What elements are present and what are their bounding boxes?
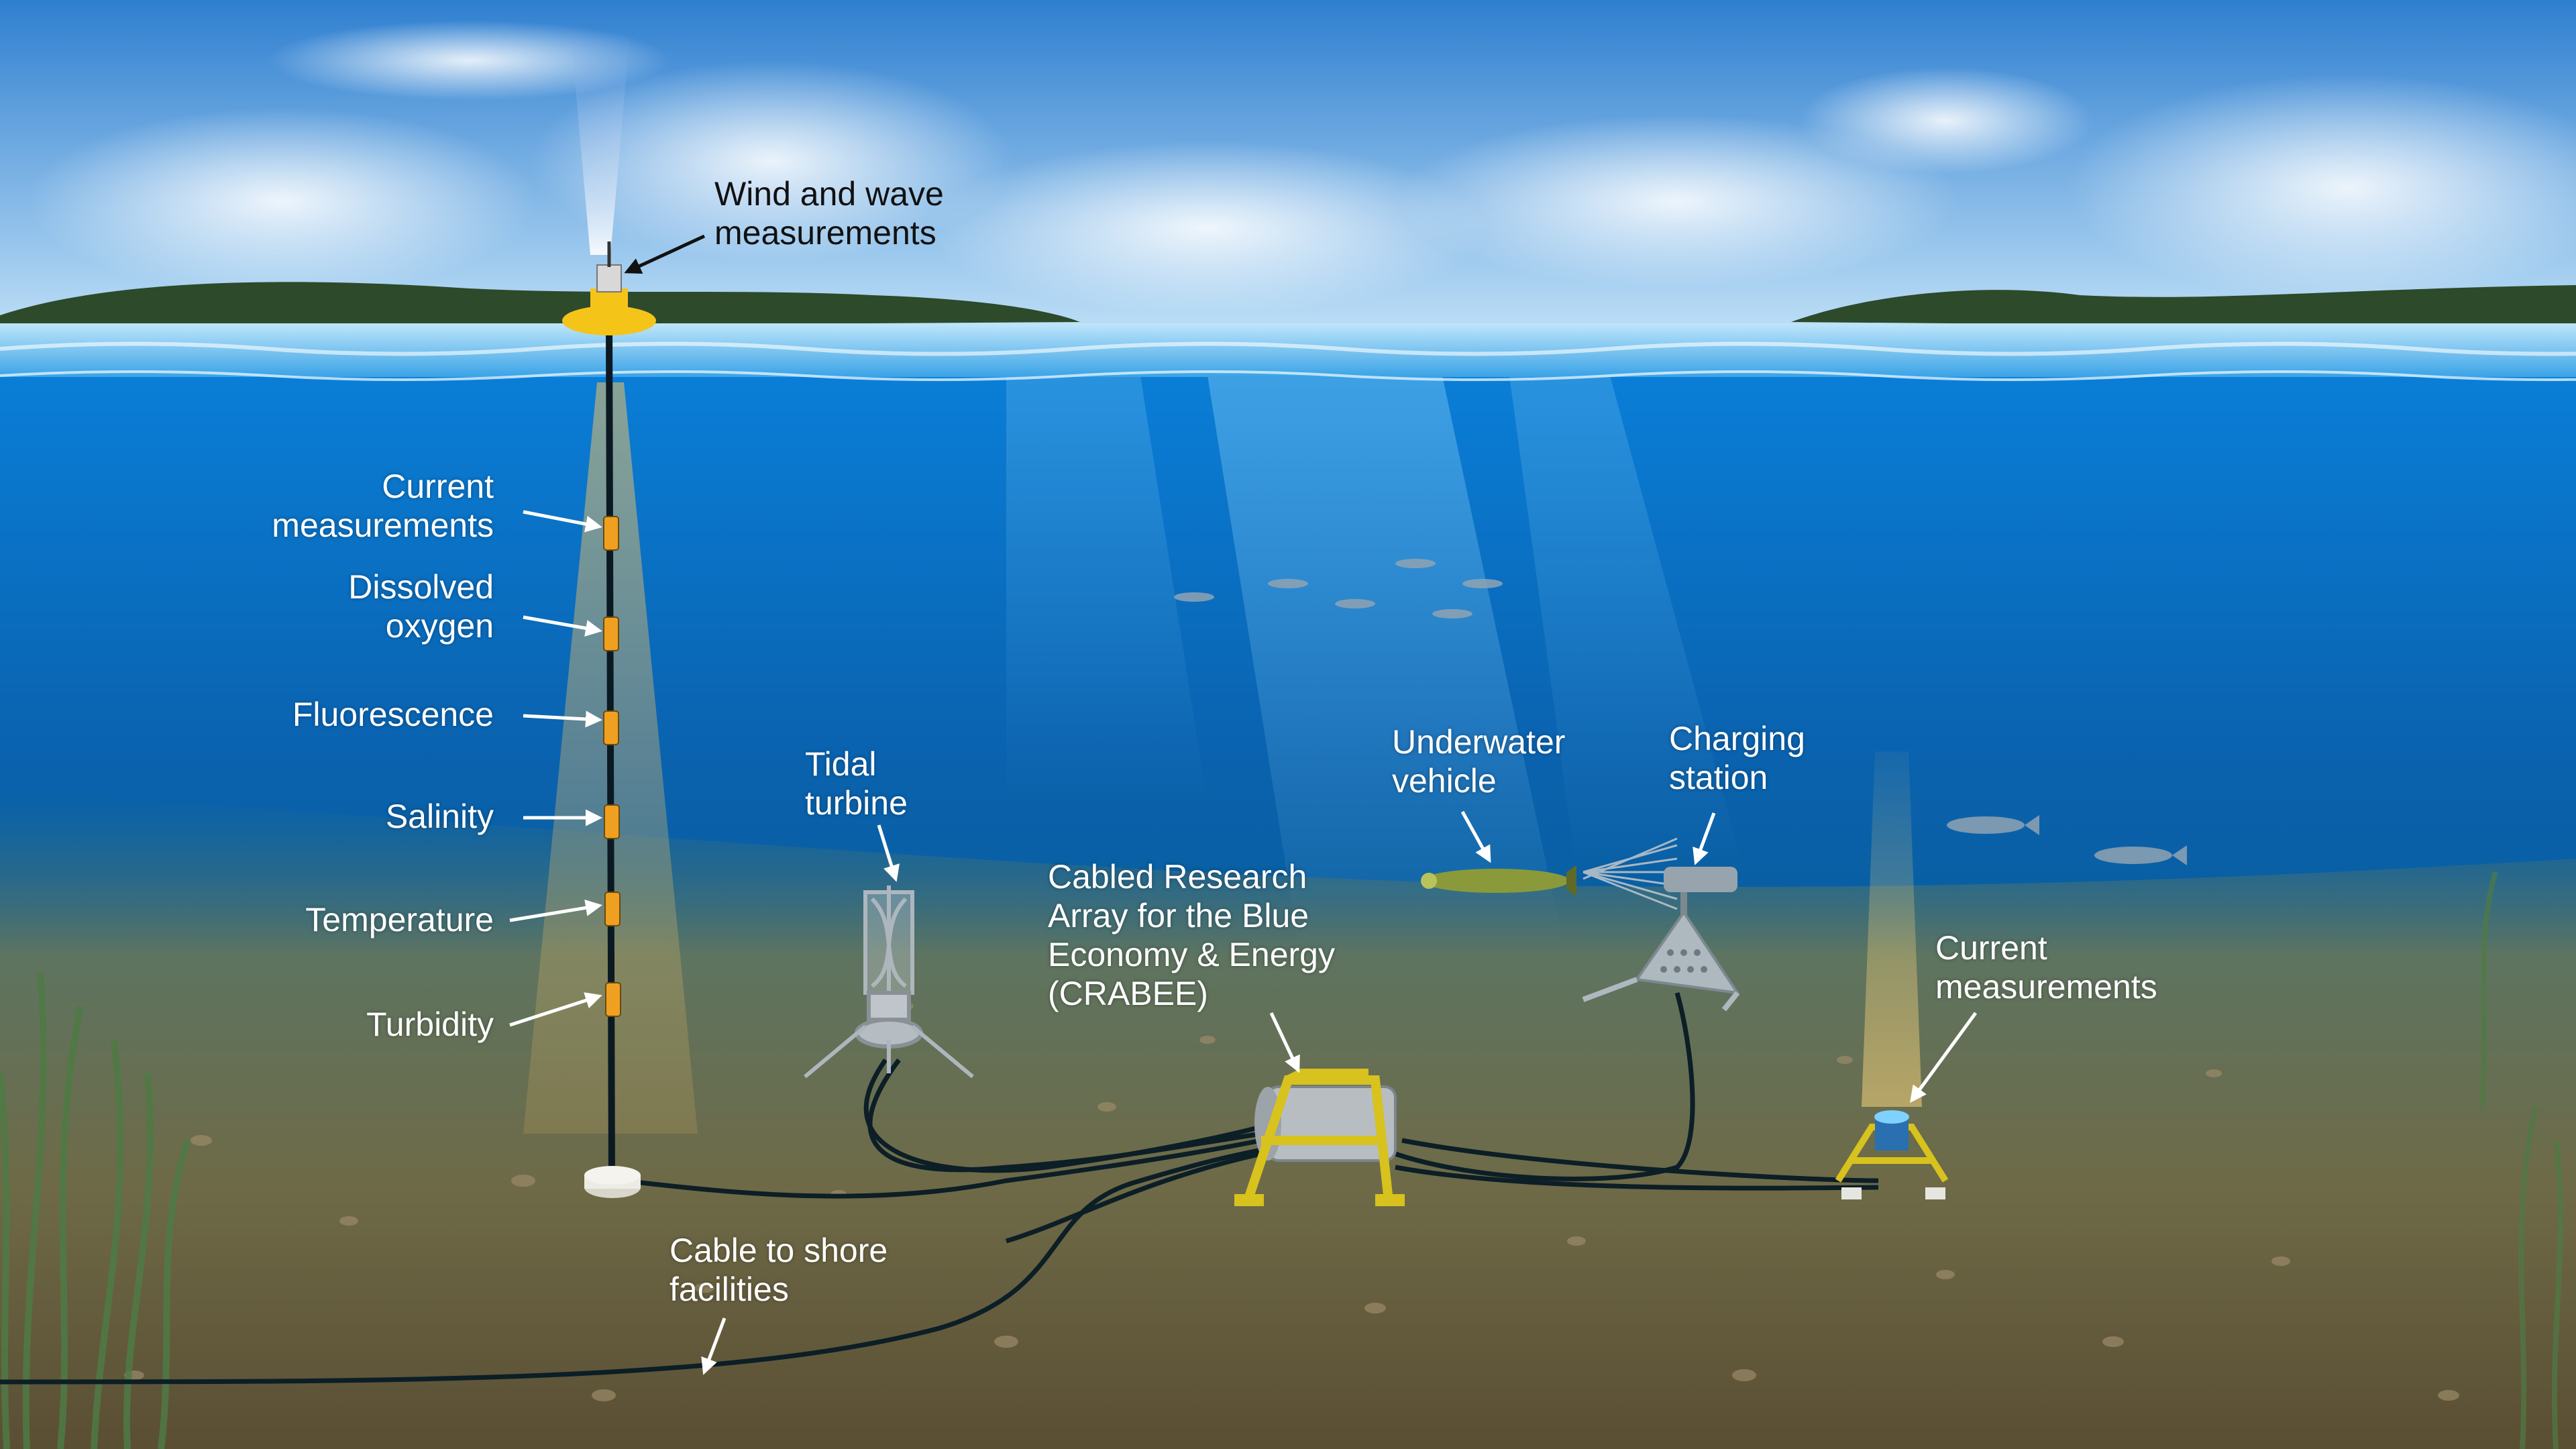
leader-charging bbox=[1693, 812, 1716, 865]
label-current-top: Current measurements bbox=[272, 468, 494, 544]
clouds bbox=[27, 20, 2576, 315]
label-turbidity: Turbidity bbox=[366, 1006, 494, 1043]
leader-lines bbox=[509, 510, 1978, 1375]
leader-turbidity bbox=[509, 992, 602, 1027]
sensor-dissolved-oxygen bbox=[603, 616, 619, 651]
leader-cable-shore bbox=[701, 1318, 727, 1375]
cable-to-shore bbox=[0, 1144, 1275, 1385]
mooring-sensors bbox=[603, 516, 621, 1017]
sensor-current bbox=[603, 516, 619, 551]
seagrass-left bbox=[0, 972, 191, 1449]
label-cable-to-shore: Cable to shore facilities bbox=[669, 1232, 888, 1308]
label-wind-wave: Wind and wave measurements bbox=[714, 175, 944, 252]
island-right bbox=[1791, 285, 2576, 329]
fish-large bbox=[2094, 847, 2172, 864]
underwater-vehicle bbox=[1421, 865, 1576, 896]
surface-buoy bbox=[562, 241, 656, 335]
sensor-salinity bbox=[604, 804, 620, 839]
leader-current-bottom bbox=[1910, 1012, 1978, 1104]
sensor-turbidity bbox=[605, 982, 621, 1017]
light-ray bbox=[1006, 376, 1208, 805]
water-surface bbox=[0, 323, 2576, 377]
leader-vehicle bbox=[1460, 810, 1491, 863]
light-ray bbox=[1509, 376, 1744, 872]
seagrass-right bbox=[2479, 871, 2564, 1449]
mooring-line bbox=[606, 321, 615, 1181]
label-crabee: Cabled Research Array for the Blue Econo… bbox=[1048, 858, 1335, 1012]
sensor-temperature bbox=[604, 892, 621, 926]
bottom-current-meter bbox=[1835, 751, 1949, 1199]
leader-dissolved-oxygen bbox=[523, 615, 602, 637]
tidal-turbine bbox=[804, 885, 974, 1079]
label-current-bottom: Current measurements bbox=[1935, 929, 2157, 1006]
label-salinity: Salinity bbox=[385, 798, 494, 835]
leader-tidal-turbine bbox=[877, 824, 900, 882]
leader-current-top bbox=[523, 510, 602, 533]
fish-school bbox=[1174, 559, 2187, 865]
buoy-radar-beam bbox=[570, 27, 631, 255]
label-underwater-vehicle: Underwater vehicle bbox=[1392, 723, 1566, 800]
label-fluorescence: Fluorescence bbox=[292, 696, 494, 733]
leader-crabee bbox=[1269, 1012, 1300, 1073]
label-temperature: Temperature bbox=[305, 901, 494, 938]
leader-wind-wave bbox=[624, 234, 706, 274]
label-tidal-turbine: Tidal turbine bbox=[805, 745, 908, 822]
crabee-node bbox=[1234, 1069, 1405, 1206]
charging-station bbox=[1582, 837, 1741, 1012]
fish-large bbox=[1947, 816, 2025, 834]
label-charging-station: Charging station bbox=[1669, 720, 1805, 796]
leader-fluorescence bbox=[523, 710, 602, 728]
island-left bbox=[0, 282, 1080, 329]
label-dissolved-oxygen: Dissolved oxygen bbox=[348, 568, 494, 645]
leader-temperature bbox=[509, 899, 602, 922]
sensor-fluorescence bbox=[603, 710, 619, 745]
